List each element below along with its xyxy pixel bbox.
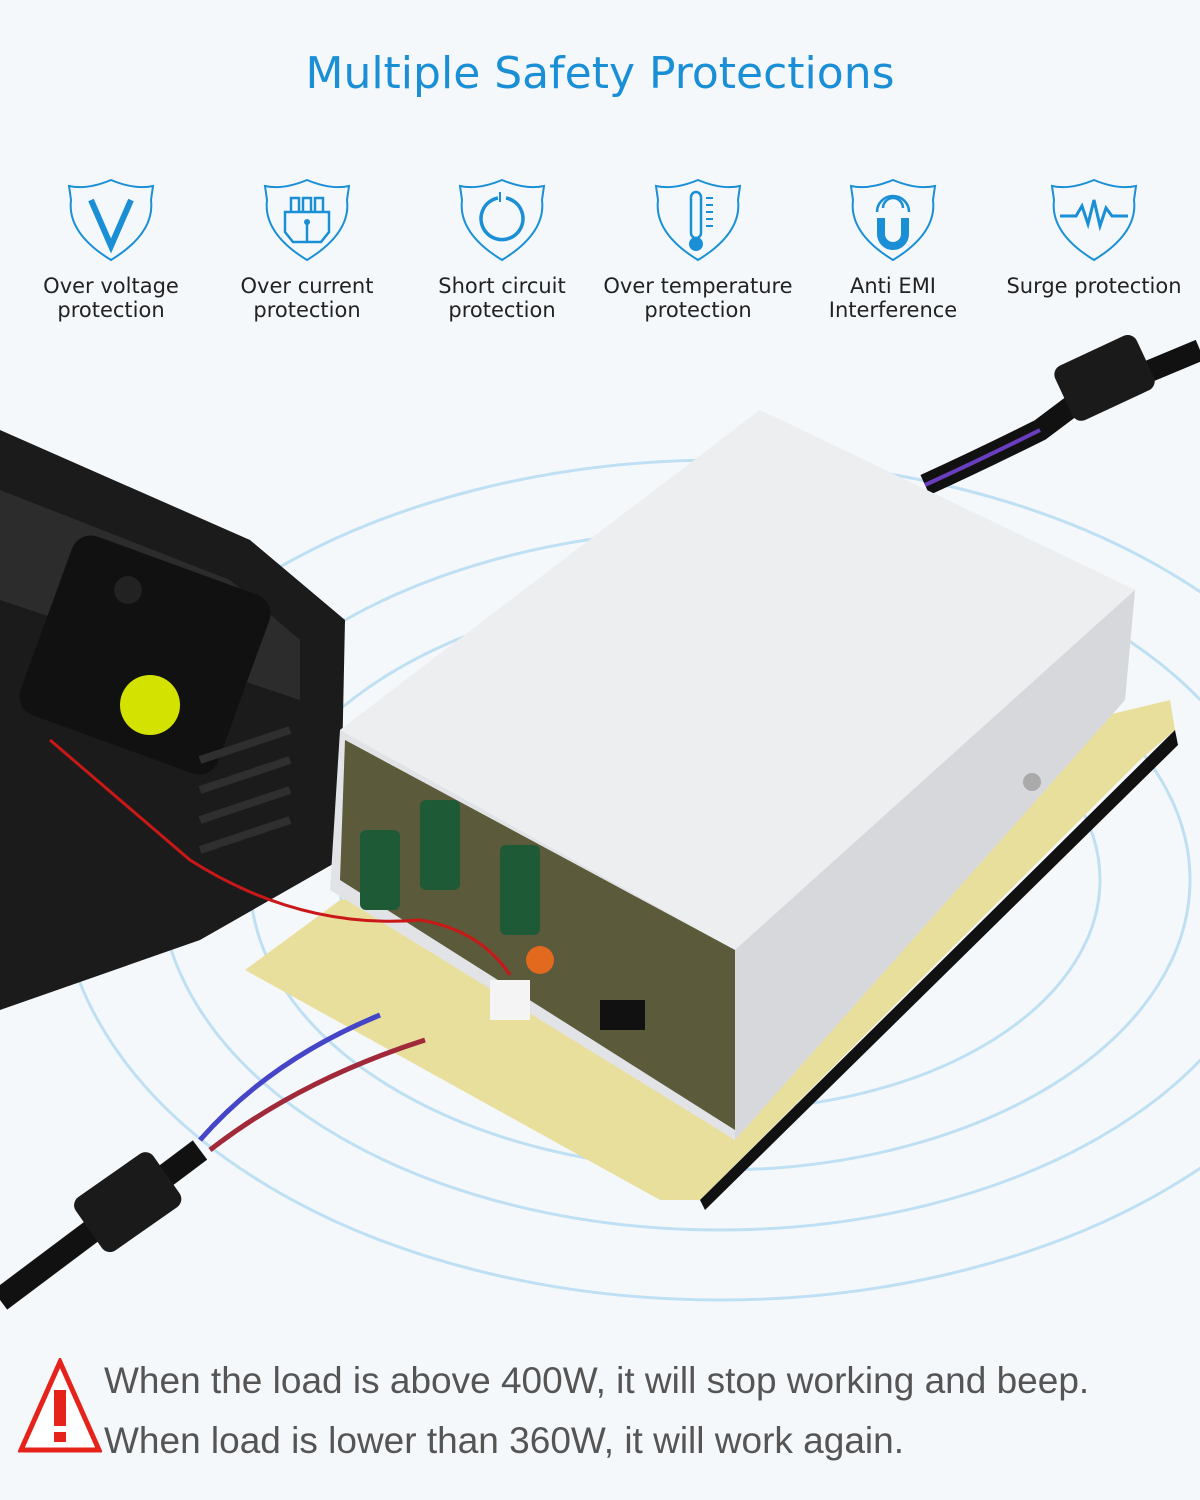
feature-label-line1: Short circuit — [438, 274, 566, 298]
thermometer-shield-icon — [654, 178, 742, 262]
power-shield-icon — [458, 178, 546, 262]
feature-label-line1: Surge protection — [1006, 274, 1182, 298]
feature-label-line2: protection — [448, 298, 556, 322]
voltage-shield-icon — [67, 178, 155, 262]
feature-label-line2: protection — [253, 298, 361, 322]
magnet-shield-icon — [849, 178, 937, 262]
plug-shield-icon — [263, 178, 351, 262]
warning-line-2: When load is lower than 360W, it will wo… — [104, 1420, 904, 1461]
feature-label-line1: Over temperature — [603, 274, 793, 298]
warning-line-1: When the load is above 400W, it will sto… — [104, 1360, 1090, 1401]
feature-label-line2: Interference — [828, 298, 958, 322]
feature-label-line2: protection — [57, 298, 165, 322]
feature-label-line2: protection — [644, 298, 752, 322]
feature-label-line1: Anti EMI — [850, 274, 936, 298]
feature-label-line1: Over current — [240, 274, 374, 298]
feature-label-line1: Over voltage — [43, 274, 179, 298]
page-title: Multiple Safety Protections — [305, 48, 895, 99]
feature-surge: Surge protection — [989, 178, 1199, 298]
pulse-shield-icon — [1050, 178, 1138, 262]
warning-triangle-icon — [17, 1355, 103, 1458]
